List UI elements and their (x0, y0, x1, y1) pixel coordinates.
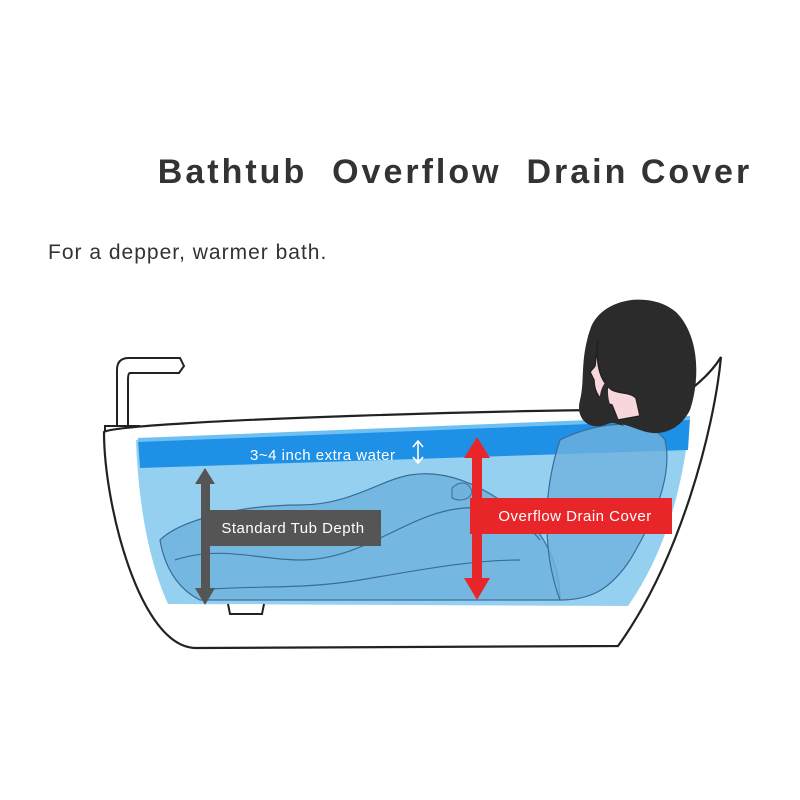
page-title: Bathtub Overflow Drain Cover (158, 153, 752, 191)
standard-depth-label: Standard Tub Depth (221, 520, 364, 537)
overflow-label: Overflow Drain Cover (498, 508, 651, 525)
extra-water-label: 3~4 inch extra water (250, 447, 396, 464)
extra-water-arrow-icon (412, 439, 424, 465)
page-subtitle: For a depper, warmer bath. (48, 241, 327, 264)
overflow-label-box (470, 498, 672, 534)
drain (227, 603, 265, 615)
standard-depth-label-box (205, 510, 381, 546)
extra-water-band (138, 418, 690, 468)
faucet (104, 357, 186, 435)
